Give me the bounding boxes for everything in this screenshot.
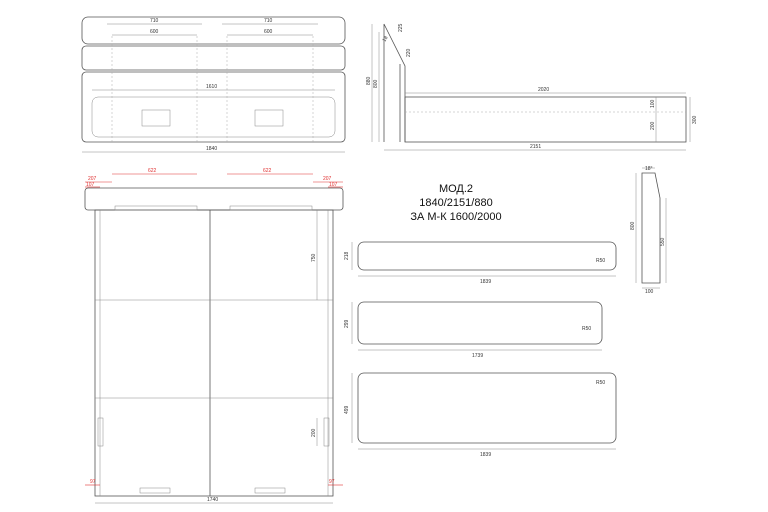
dim-front-i2: 600 bbox=[264, 29, 273, 35]
panel-1: 218 1839 R50 bbox=[344, 241, 617, 285]
small-part-h2: 550 bbox=[660, 237, 666, 246]
panel-1-height: 218 bbox=[344, 251, 350, 260]
dim-plan-f1: 97 bbox=[90, 479, 96, 485]
side-view: 225 18 220 880 800 2020 100 200 300 2151 bbox=[366, 23, 698, 151]
panel-2-radius: R50 bbox=[582, 326, 591, 332]
panel-2-width: 1739 bbox=[472, 353, 483, 359]
small-part-w: 100 bbox=[645, 289, 654, 295]
dim-side-c: 220 bbox=[406, 48, 412, 57]
dim-front-i1: 600 bbox=[150, 29, 159, 35]
dim-front-w2: 710 bbox=[264, 18, 273, 24]
panel-3-height: 499 bbox=[344, 405, 350, 414]
panel-3: 499 1839 R50 bbox=[344, 372, 617, 458]
dim-plan-d3: 207 bbox=[88, 176, 97, 182]
small-part: 18° 800 550 100 bbox=[630, 166, 667, 295]
dim-side-h3: 100 bbox=[650, 99, 656, 108]
small-part-angle: 18° bbox=[645, 166, 653, 172]
dim-side-total: 2151 bbox=[530, 144, 541, 150]
dim-plan-d5: 207 bbox=[323, 176, 332, 182]
panel-3-width: 1839 bbox=[480, 452, 491, 458]
panel-3-radius: R50 bbox=[596, 380, 605, 386]
dim-front-total: 1840 bbox=[206, 146, 217, 152]
plan-view: 622 622 207 107 207 107 750 200 97 97 17… bbox=[84, 168, 344, 504]
dim-side-b: 18 bbox=[382, 35, 390, 43]
title-block: МОД.2 1840/2151/880 ЗА М-К 1600/2000 bbox=[410, 183, 501, 223]
small-part-h1: 800 bbox=[630, 221, 636, 230]
dim-plan-f2: 97 bbox=[329, 479, 335, 485]
dim-plan-h1: 750 bbox=[311, 253, 317, 262]
dim-side-h4: 200 bbox=[650, 121, 656, 130]
dim-front-w1: 710 bbox=[150, 18, 159, 24]
front-view: 710 710 600 600 1610 1840 bbox=[81, 16, 346, 153]
dim-front-inner: 1610 bbox=[206, 84, 217, 90]
dim-side-h1: 880 bbox=[366, 76, 372, 85]
title-sizes: 1840/2151/880 bbox=[419, 197, 492, 209]
dim-plan-total: 1740 bbox=[207, 497, 218, 503]
dim-side-len-top: 2020 bbox=[538, 87, 549, 93]
panel-2: 299 1739 R50 bbox=[344, 301, 603, 359]
dim-side-a: 225 bbox=[398, 23, 404, 32]
panel-2-height: 299 bbox=[344, 319, 350, 328]
panel-1-radius: R50 bbox=[596, 258, 605, 264]
dim-plan-d1: 622 bbox=[148, 168, 157, 174]
dim-plan-d4: 107 bbox=[86, 182, 95, 188]
dim-plan-d2: 622 bbox=[263, 168, 272, 174]
panel-1-width: 1839 bbox=[480, 279, 491, 285]
title-model: МОД.2 bbox=[439, 183, 473, 195]
title-mattress: ЗА М-К 1600/2000 bbox=[410, 211, 501, 223]
dim-plan-h2: 200 bbox=[311, 428, 317, 437]
dim-plan-d6: 107 bbox=[329, 182, 338, 188]
dim-side-h5: 300 bbox=[692, 115, 698, 124]
dim-side-h2: 800 bbox=[373, 79, 379, 88]
